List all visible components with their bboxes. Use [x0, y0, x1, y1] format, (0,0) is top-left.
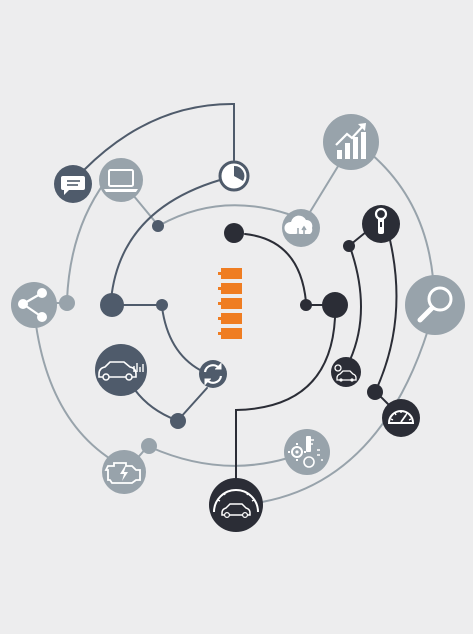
connector-car-dot — [134, 389, 177, 421]
wrench-icon — [362, 205, 400, 243]
car-diagnostics-icon — [95, 344, 147, 396]
connector-laptop-dot — [132, 194, 158, 225]
connector-share-engine — [35, 324, 113, 461]
dot-dark-speed — [367, 384, 383, 400]
connector-dark-down — [235, 317, 336, 483]
laptop-icon — [99, 158, 143, 202]
connector-dot-cloud — [159, 204, 289, 226]
connector-analytics-search — [369, 152, 434, 279]
refresh-icon — [199, 360, 227, 388]
connector-wrench-speed — [375, 239, 398, 391]
cloud-sync-icon — [282, 209, 320, 247]
speedometer-icon — [382, 399, 420, 437]
dot-gray-top — [152, 220, 164, 232]
magnifier-icon — [405, 275, 465, 335]
dot-dark-big — [322, 292, 348, 318]
connector-dark-top-right — [244, 233, 307, 303]
dot-dark-wrench — [343, 240, 355, 252]
dot-gray-share — [59, 295, 75, 311]
connector-cloud-analytics — [309, 162, 341, 213]
connector-laptop-share — [66, 181, 106, 301]
connector-clock-hub-left — [110, 179, 221, 301]
gear-key-icon — [284, 429, 330, 475]
engine-battery-icon — [102, 450, 146, 494]
junction-dots — [59, 220, 383, 454]
dot-slate-small — [156, 299, 168, 311]
dot-slate-bottom — [170, 413, 186, 429]
connector-lines — [35, 103, 434, 503]
connector-chat-clock — [83, 103, 235, 171]
dot-dark-top — [224, 223, 244, 243]
dot-dark-small — [300, 299, 312, 311]
share-icon — [11, 282, 57, 328]
bar-chart-growth-icon — [323, 114, 379, 170]
connector-refresh-dot — [179, 387, 208, 419]
connector-engine-settings — [149, 446, 289, 467]
chat-bubble-icon — [54, 165, 92, 203]
car-speedometer-icon — [209, 478, 263, 532]
clock-icon — [218, 160, 250, 192]
dot-slate-big — [100, 293, 124, 317]
connector-dot-refresh — [161, 306, 201, 371]
orange-stack-icon — [218, 268, 242, 339]
connector-dot-carkey — [349, 246, 362, 361]
dot-gray-engine — [141, 438, 157, 454]
car-key-icon — [331, 357, 361, 387]
connector-search-carspeed — [261, 329, 429, 503]
